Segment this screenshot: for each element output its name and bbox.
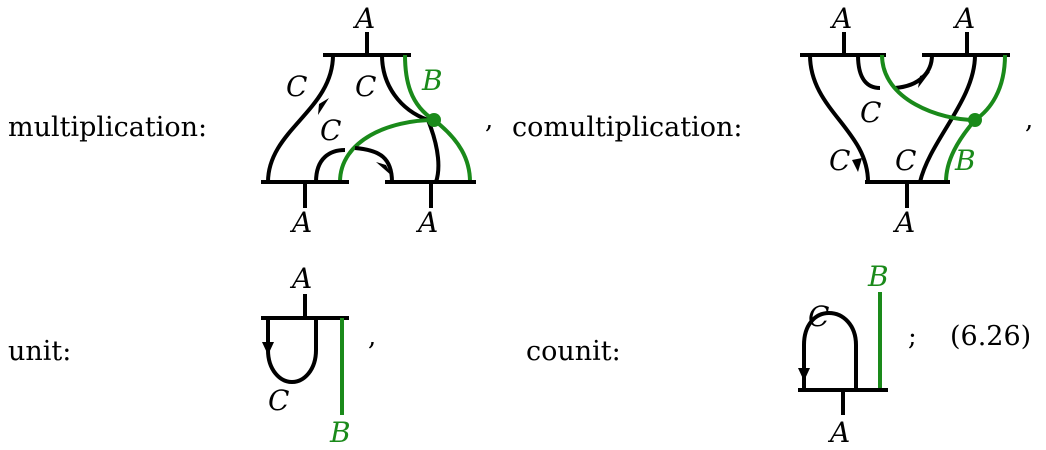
counit-C-label: C [808,300,829,333]
mult-left-C-label: C [286,70,307,103]
comult-green-left [880,54,976,122]
comult-comma: , [1025,105,1033,135]
counit-arrow [798,368,810,381]
unit-C-cup [266,318,318,385]
mult-B-label: B [421,64,443,97]
comult-green-down [944,118,977,183]
mult-green-node [427,113,441,127]
comult-left-C-label: C [829,144,850,177]
comultiplication-label: comultiplication: [512,112,743,143]
unit-top-A-label: A [289,262,312,295]
counit-bottom-A-label: A [827,416,850,449]
mult-inner-arrow [376,162,392,176]
comult-right-C-wire [918,54,977,183]
unit-C-label: C [268,384,289,417]
counit-semicolon: ; [908,322,917,352]
equation-number: (6.26) [950,321,1031,352]
comult-left-C-wire [808,54,870,183]
comult-green-node [968,113,982,127]
mult-inner-C-left [314,148,346,183]
comult-bottom-A-label: A [892,206,915,239]
mult-left-C-wire [266,54,335,183]
comult-right-C-label: C [895,144,916,177]
mult-inner-C-label: C [320,114,341,147]
mult-comma: , [485,105,493,135]
unit-arrow [262,342,274,355]
comult-top-left-A-label: A [829,2,852,35]
mult-inner-C-right [354,146,394,183]
comult-inner-arrow [918,72,930,88]
mult-bottom-right-A-label: A [415,206,438,239]
comult-top-right-A-label: A [952,2,975,35]
comult-inner-C-left [856,54,881,90]
mult-bottom-left-A-label: A [289,206,312,239]
counit-label: counit: [526,336,621,367]
mult-green-B-branch [338,118,435,183]
comult-inner-C-label: C [860,96,881,129]
counit-C-cap [802,310,858,390]
multiplication-label: multiplication: [8,112,208,143]
mult-left-arrow [318,98,329,115]
counit-B-label: B [867,260,889,293]
mult-mid-C-label: C [355,70,376,103]
unit-B-label: B [329,416,351,449]
unit-label: unit: [8,336,72,367]
comult-left-arrow [852,158,862,172]
comult-B-label: B [954,144,976,177]
unit-comma: , [368,322,376,352]
mult-top-A-label: A [352,2,375,35]
